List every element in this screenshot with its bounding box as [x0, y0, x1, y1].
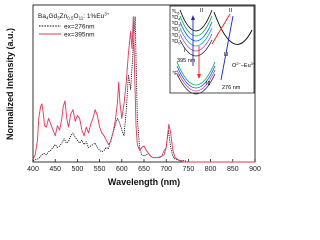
inset-roman-III: III	[206, 81, 211, 87]
inset-label-395: 395 nm	[177, 58, 196, 64]
ground-parabola-1	[176, 61, 216, 86]
y-axis-label: Normalized Intensity (a.u.)	[5, 28, 15, 140]
inset-level-label: 5D0	[172, 38, 181, 46]
x-tick-label: 850	[227, 166, 239, 173]
x-tick-label: 650	[138, 166, 150, 173]
inset-frame	[169, 5, 255, 94]
emission-spectrum-chart: 400 450 500 550 600 650 700 750 800 850 900 Ba4Gd3…	[5, 4, 261, 187]
legend: Ba4Gd3Zn0.5O11: 1%Eu3+ ex=276nm ex=395nm	[38, 12, 110, 39]
legend-title: Ba4Gd3Zn0.5O11: 1%Eu3+	[38, 12, 110, 21]
inset-level-label: 5D4	[172, 14, 181, 22]
series-layer	[32, 16, 255, 163]
level-parabola-5D3	[179, 21, 213, 42]
x-axis-ticks: 400 450 500 550 600 650 700 750 800 850 900	[27, 159, 261, 173]
x-tick-label: 500	[72, 166, 84, 173]
inset-ground-label: 7FJ	[172, 70, 180, 78]
x-tick-label: 750	[183, 166, 195, 173]
inset-roman-I: I	[184, 48, 186, 54]
legend-label-276: ex=276nm	[64, 24, 95, 31]
inset-level-label: 5L6	[172, 8, 180, 16]
level-parabola-5D2	[179, 27, 213, 47]
x-tick-label: 450	[49, 166, 61, 173]
level-parabola-5D0	[179, 39, 213, 57]
x-tick-label: 600	[116, 166, 128, 173]
inset-roman-III-right: III	[224, 52, 229, 58]
x-tick-label: 400	[27, 166, 39, 173]
legend-label-395: ex=395nm	[64, 32, 95, 39]
level-parabola-5L6	[179, 9, 213, 32]
x-tick-label: 550	[94, 166, 106, 173]
x-tick-label: 900	[249, 166, 261, 173]
series-line-ex-395nm	[32, 16, 255, 163]
inset-level-label: 5D3	[172, 20, 181, 28]
energy-level-inset: 5L6 5D4 5D3 5D2 5D1 5D0 7FJ 395 nm 276 n…	[169, 5, 256, 95]
inset-label-276: 276 nm	[222, 85, 241, 91]
arrow-emission-head	[197, 74, 201, 79]
ground-parabola-4	[176, 73, 216, 95]
series-line-ex-276nm	[32, 16, 255, 163]
ground-parabola-2	[176, 65, 216, 89]
x-tick-label: 700	[160, 166, 172, 173]
level-parabola-5D4	[179, 15, 213, 37]
ground-parabola-3	[176, 69, 216, 92]
inset-level-label: 5D1	[172, 32, 181, 40]
arrow-395-head	[191, 15, 195, 20]
inset-ct-label: O2−–Eu3+	[232, 61, 256, 69]
inset-roman-II-right: II	[229, 8, 233, 14]
arrow-ct-relax	[211, 13, 231, 45]
ct-parabola	[213, 11, 253, 45]
x-tick-label: 800	[205, 166, 217, 173]
level-parabola-5D1	[179, 33, 213, 52]
inset-roman-II-left: II	[200, 8, 204, 14]
x-axis-label: Wavelength (nm)	[108, 177, 180, 187]
inset-level-label: 5D2	[172, 26, 181, 34]
arrow-276-excitation	[220, 15, 234, 81]
